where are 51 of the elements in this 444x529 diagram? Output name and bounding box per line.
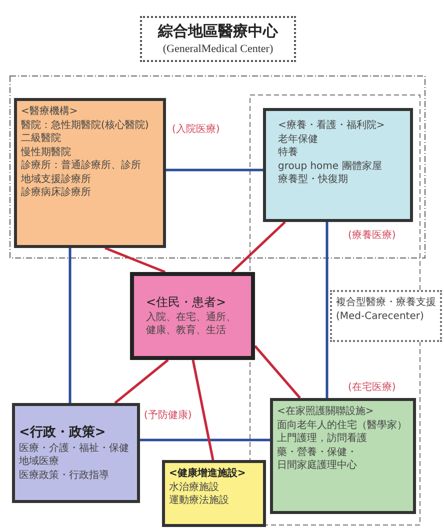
category-label: (入院医療) [172, 122, 220, 137]
box-text: 地域支援診療所 [21, 172, 92, 186]
box-heading: <健康增進施設> [169, 467, 247, 480]
box-text: 医療政策・行政指導 [19, 468, 110, 482]
box-heading: 綜合地區醫療中心 [158, 21, 278, 42]
box-text: 老年保健 [278, 132, 319, 146]
box-heading: <療養・看護・福利院> [278, 119, 386, 132]
box-text: 日間家庭護理中心 [277, 459, 358, 472]
note-box [330, 290, 442, 342]
connector-line [231, 221, 286, 273]
connector-line [192, 360, 214, 460]
connector-line [104, 246, 166, 274]
box-text: 療養型・快復期 [278, 173, 349, 186]
box-text: 診療病床診療所 [21, 186, 92, 200]
facility-box [263, 108, 413, 222]
box-text: (Med-Carecenter) [336, 310, 425, 323]
category-label: (予防健康) [144, 408, 192, 423]
box-text: group home 團體家屋 [278, 160, 383, 173]
connector-line [114, 359, 169, 404]
box-text: 診療所：普通診療所、診所 [21, 159, 142, 172]
box-heading: 複合型醫療・療養支援 [336, 296, 436, 310]
title-box [140, 16, 296, 62]
connector-line [166, 168, 263, 172]
box-text: 入院、在宅、通所、健康、教育、生活 [146, 310, 237, 338]
resident-box [130, 272, 255, 360]
box-text: 醫院：急性期醫院(核心醫院) [21, 118, 150, 132]
box-heading: <醫療機構> [21, 105, 79, 118]
box-text: 二級醫院 [21, 132, 62, 146]
policy-box [12, 403, 140, 503]
box-text: 面向老年人的住宅（醫學家） [277, 418, 408, 432]
box-text: 地域医療 [19, 455, 60, 469]
box-text: (GeneralMedical Center) [162, 42, 274, 57]
facility-box [14, 98, 166, 248]
box-text: 水治療施設 [169, 480, 220, 494]
box-text: 特養 [278, 146, 299, 160]
box-text: 上門護理，訪問看護 [277, 432, 368, 446]
connector-line [254, 345, 301, 399]
box-text: 運動療法施設 [169, 494, 230, 508]
box-heading: <行政・政策> [19, 424, 107, 442]
facility-box [270, 398, 416, 514]
category-label: (在宅医療) [348, 380, 396, 395]
box-text: 慢性期醫院 [21, 146, 72, 159]
box-heading: <住民・患者> [146, 294, 228, 311]
box-text: 医療・介護・福祉・保健 [19, 442, 130, 456]
box-text: 藥・營養・保健・ [277, 446, 358, 459]
connector-line [326, 222, 328, 398]
box-heading: <在家照護關聯設施> [277, 405, 375, 418]
connector-line [140, 438, 270, 442]
facility-box [162, 460, 266, 527]
category-label: (療養医療) [348, 228, 396, 243]
connector-line [68, 248, 72, 403]
